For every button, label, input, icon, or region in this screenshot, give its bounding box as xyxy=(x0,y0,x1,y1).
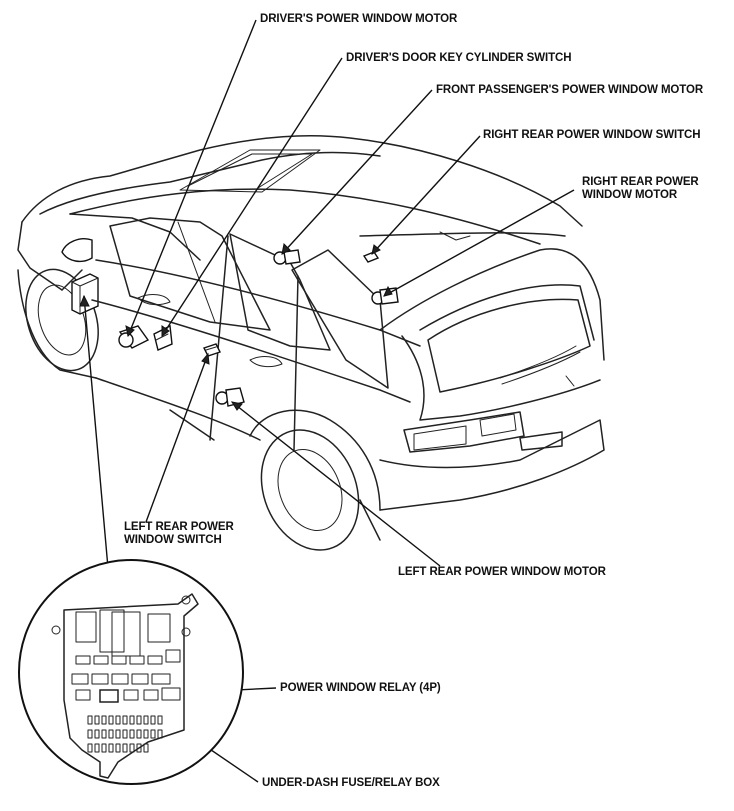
label-left-rear-window-switch-line1: LEFT REAR POWER xyxy=(124,521,234,533)
right-rear-motor-part xyxy=(371,287,399,305)
label-left-rear-window-switch-line2: WINDOW SWITCH xyxy=(124,534,222,546)
fuse-box-inset xyxy=(18,559,244,785)
label-right-rear-window-switch: RIGHT REAR POWER WINDOW SWITCH xyxy=(483,129,701,141)
label-power-window-relay: POWER WINDOW RELAY (4P) xyxy=(280,682,441,694)
left-rear-motor-part xyxy=(215,387,245,407)
label-right-rear-window-motor-line1: RIGHT REAR POWER xyxy=(582,176,699,188)
front-passenger-motor-part xyxy=(273,249,301,265)
label-front-passenger-window-motor: FRONT PASSENGER'S POWER WINDOW MOTOR xyxy=(436,84,704,96)
suv-body xyxy=(17,134,605,551)
label-drivers-key-cylinder-switch: DRIVER'S DOOR KEY CYLINDER SWITCH xyxy=(346,52,572,64)
left-rear-switch-part xyxy=(203,343,221,357)
right-rear-switch-part xyxy=(362,251,380,263)
label-left-rear-window-motor: LEFT REAR POWER WINDOW MOTOR xyxy=(398,566,606,578)
label-drivers-window-motor: DRIVER'S POWER WINDOW MOTOR xyxy=(260,13,458,25)
label-under-dash-fuse-relay-box: UNDER-DASH FUSE/RELAY BOX xyxy=(262,777,440,789)
label-right-rear-window-motor-line2: WINDOW MOTOR xyxy=(582,189,678,201)
